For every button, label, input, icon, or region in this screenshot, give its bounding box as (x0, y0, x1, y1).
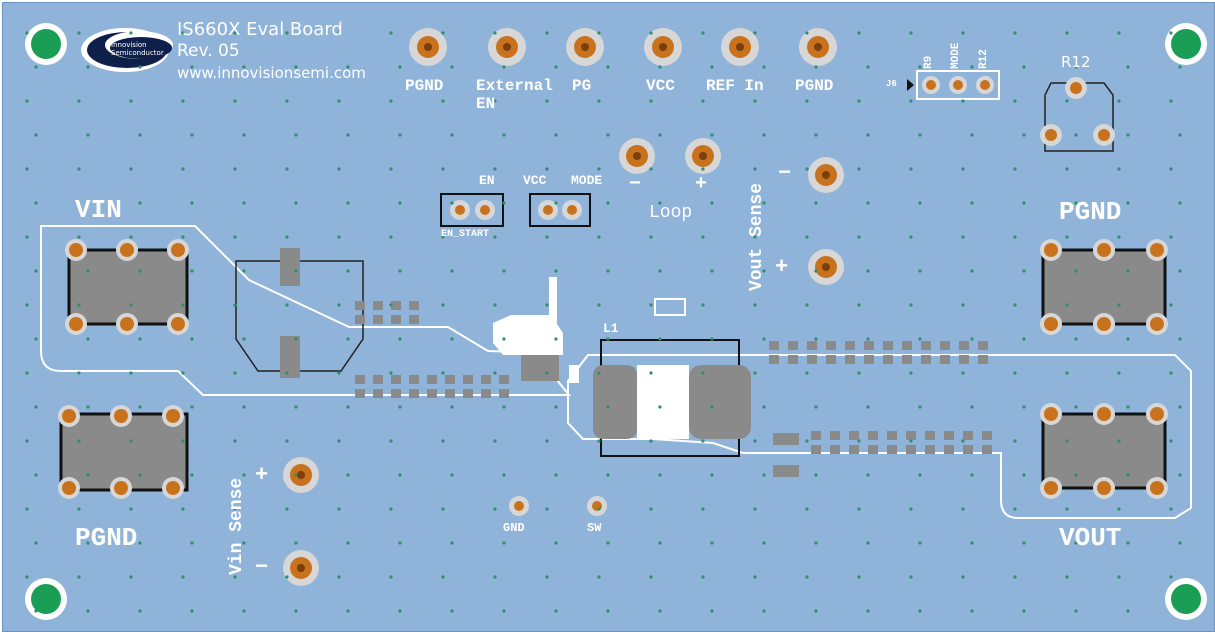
mounting-holes (25, 23, 1207, 620)
pgnd-left-terminal[interactable] (58, 405, 189, 499)
label-vin-sense: Vin Sense (227, 477, 247, 575)
label-r12: R12 (1061, 53, 1091, 71)
label-pgnd-right: PGND (1059, 197, 1122, 227)
label-vin: VIN (75, 195, 122, 225)
j6-header[interactable] (907, 70, 1000, 100)
label-mode-header: MODE (950, 42, 962, 69)
label-vin-sense-plus: + (255, 463, 269, 488)
input-capacitor-outline (235, 260, 364, 372)
test-point-sw[interactable] (587, 496, 607, 516)
label-r9: R9 (923, 55, 935, 69)
label-gnd: GND (503, 521, 525, 535)
label-vcc: VCC (646, 77, 675, 95)
vout-terminal[interactable] (1040, 403, 1168, 499)
inductor-l1 (593, 339, 751, 457)
label-loop-minus: − (629, 173, 642, 196)
output-copper-outline (567, 354, 1192, 519)
board-title: IS660X Eval Board (177, 19, 343, 40)
jumper-en[interactable] (440, 193, 504, 227)
label-en: EN (476, 95, 496, 113)
label-ref-in: REF In (706, 77, 764, 95)
label-vout-sense-plus: + (775, 255, 789, 280)
test-point-gnd[interactable] (509, 496, 529, 516)
controller-ic (493, 277, 579, 383)
label-j6: J6 (886, 79, 897, 89)
label-loop: Loop (649, 203, 693, 223)
label-loop-plus: + (695, 173, 708, 196)
logo-text: Innovision Semiconductor (111, 41, 164, 57)
board-revision: Rev. 05 (177, 41, 240, 61)
label-sw: SW (587, 521, 602, 535)
label-vin-sense-minus: − (255, 555, 269, 580)
label-pgnd-bottom-left: PGND (75, 523, 138, 553)
input-copper-outline (40, 225, 572, 396)
jumper-vcc-mode[interactable] (529, 193, 591, 227)
vin-sense-connectors[interactable] (283, 457, 319, 586)
label-en-start: EN_START (441, 229, 490, 240)
label-pg: PG (572, 77, 592, 95)
vin-terminal[interactable] (65, 239, 189, 335)
trimmer-r12[interactable] (1040, 77, 1115, 152)
top-connectors[interactable] (409, 28, 837, 66)
vout-sense-connectors[interactable] (808, 157, 844, 285)
label-pgnd-top-right: PGND (795, 77, 834, 95)
via-grid (25, 31, 1182, 613)
label-external: External (476, 77, 553, 95)
label-vout: VOUT (1059, 523, 1122, 553)
logo-icon (81, 28, 173, 72)
label-r12-header: R12 (978, 49, 990, 69)
label-jumper-mode: MODE (571, 173, 603, 188)
pgnd-right-terminal[interactable] (1040, 239, 1168, 335)
label-jumper-vcc: VCC (523, 173, 547, 188)
capacitor-arrays (355, 301, 992, 477)
label-vout-sense-minus: − (778, 161, 792, 186)
label-jumper-en: EN (479, 173, 495, 188)
label-pgnd-top-left: PGND (405, 77, 444, 95)
label-l1: L1 (603, 321, 619, 336)
board-url: www.innovisionsemi.com (177, 64, 366, 82)
label-vout-sense: Vout Sense (747, 182, 767, 291)
board-artwork (25, 23, 1207, 620)
loop-connectors[interactable] (619, 138, 721, 174)
